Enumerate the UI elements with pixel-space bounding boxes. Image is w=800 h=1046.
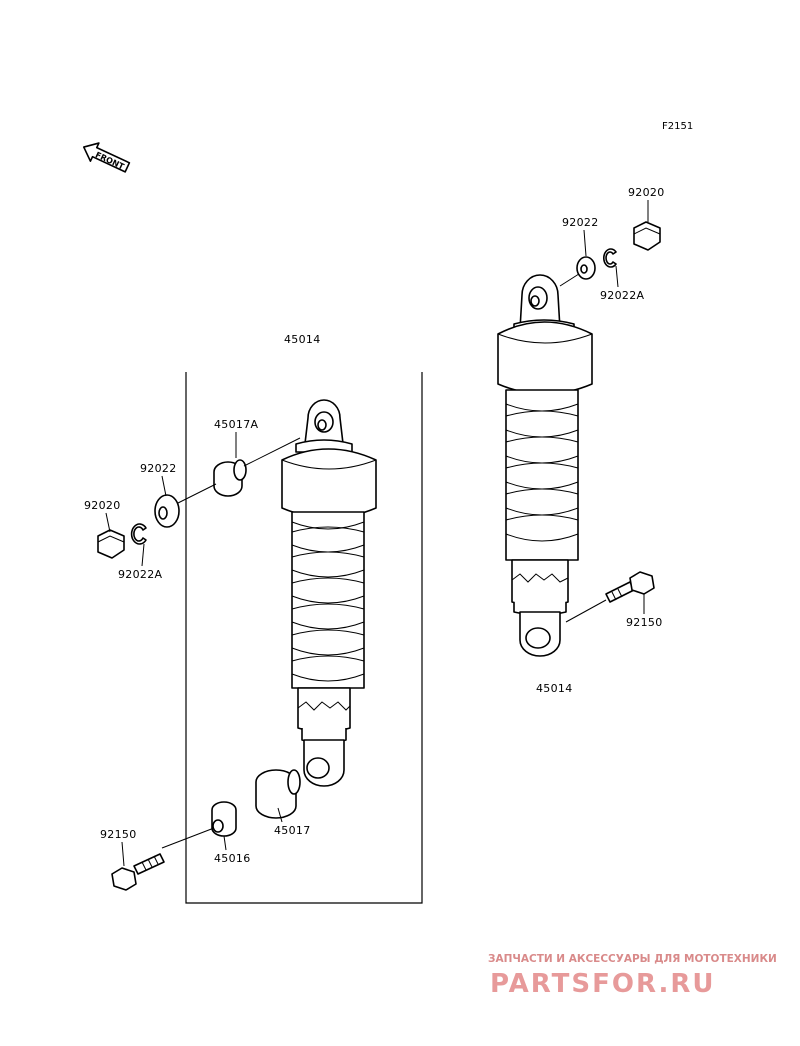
label-45017A: 45017A (214, 418, 258, 431)
figure-id: F2151 (662, 121, 693, 132)
sleeve-45016 (211, 801, 237, 837)
label-45014-right: 45014 (536, 682, 573, 695)
label-92022-right: 92022 (562, 216, 599, 229)
label-45016: 45016 (214, 852, 251, 865)
label-92022-left: 92022 (140, 462, 177, 475)
bolt-92150-right (605, 571, 655, 603)
washer-92022-left (154, 494, 180, 528)
label-92020-left: 92020 (84, 499, 121, 512)
label-92022A-left: 92022A (118, 568, 162, 581)
label-45017: 45017 (274, 824, 311, 837)
nut-92020-right (633, 221, 661, 251)
nut-92020-left (97, 529, 125, 559)
washer-92022-right (576, 256, 596, 280)
bushing-45017A (213, 459, 247, 497)
clip-92022A-left (130, 523, 147, 545)
label-45014-top: 45014 (284, 333, 321, 346)
right-shock-absorber (497, 274, 593, 657)
assembly-bracket (185, 372, 423, 904)
label-92150-left: 92150 (100, 828, 137, 841)
label-92022A-right: 92022A (600, 289, 644, 302)
collar-45017 (255, 769, 301, 819)
label-92150-right: 92150 (626, 616, 663, 629)
front-arrow-icon: FRONT (82, 142, 131, 173)
watermark-subtitle: ЗАПЧАСТИ И АКСЕССУАРЫ ДЛЯ МОТОТЕХНИКИ (488, 953, 777, 965)
label-92020-right: 92020 (628, 186, 665, 199)
bolt-92150-left (111, 853, 165, 891)
clip-92022A-right (602, 248, 617, 268)
left-shock-absorber (281, 399, 377, 787)
watermark-brand: PARTSFOR.RU (490, 969, 715, 999)
